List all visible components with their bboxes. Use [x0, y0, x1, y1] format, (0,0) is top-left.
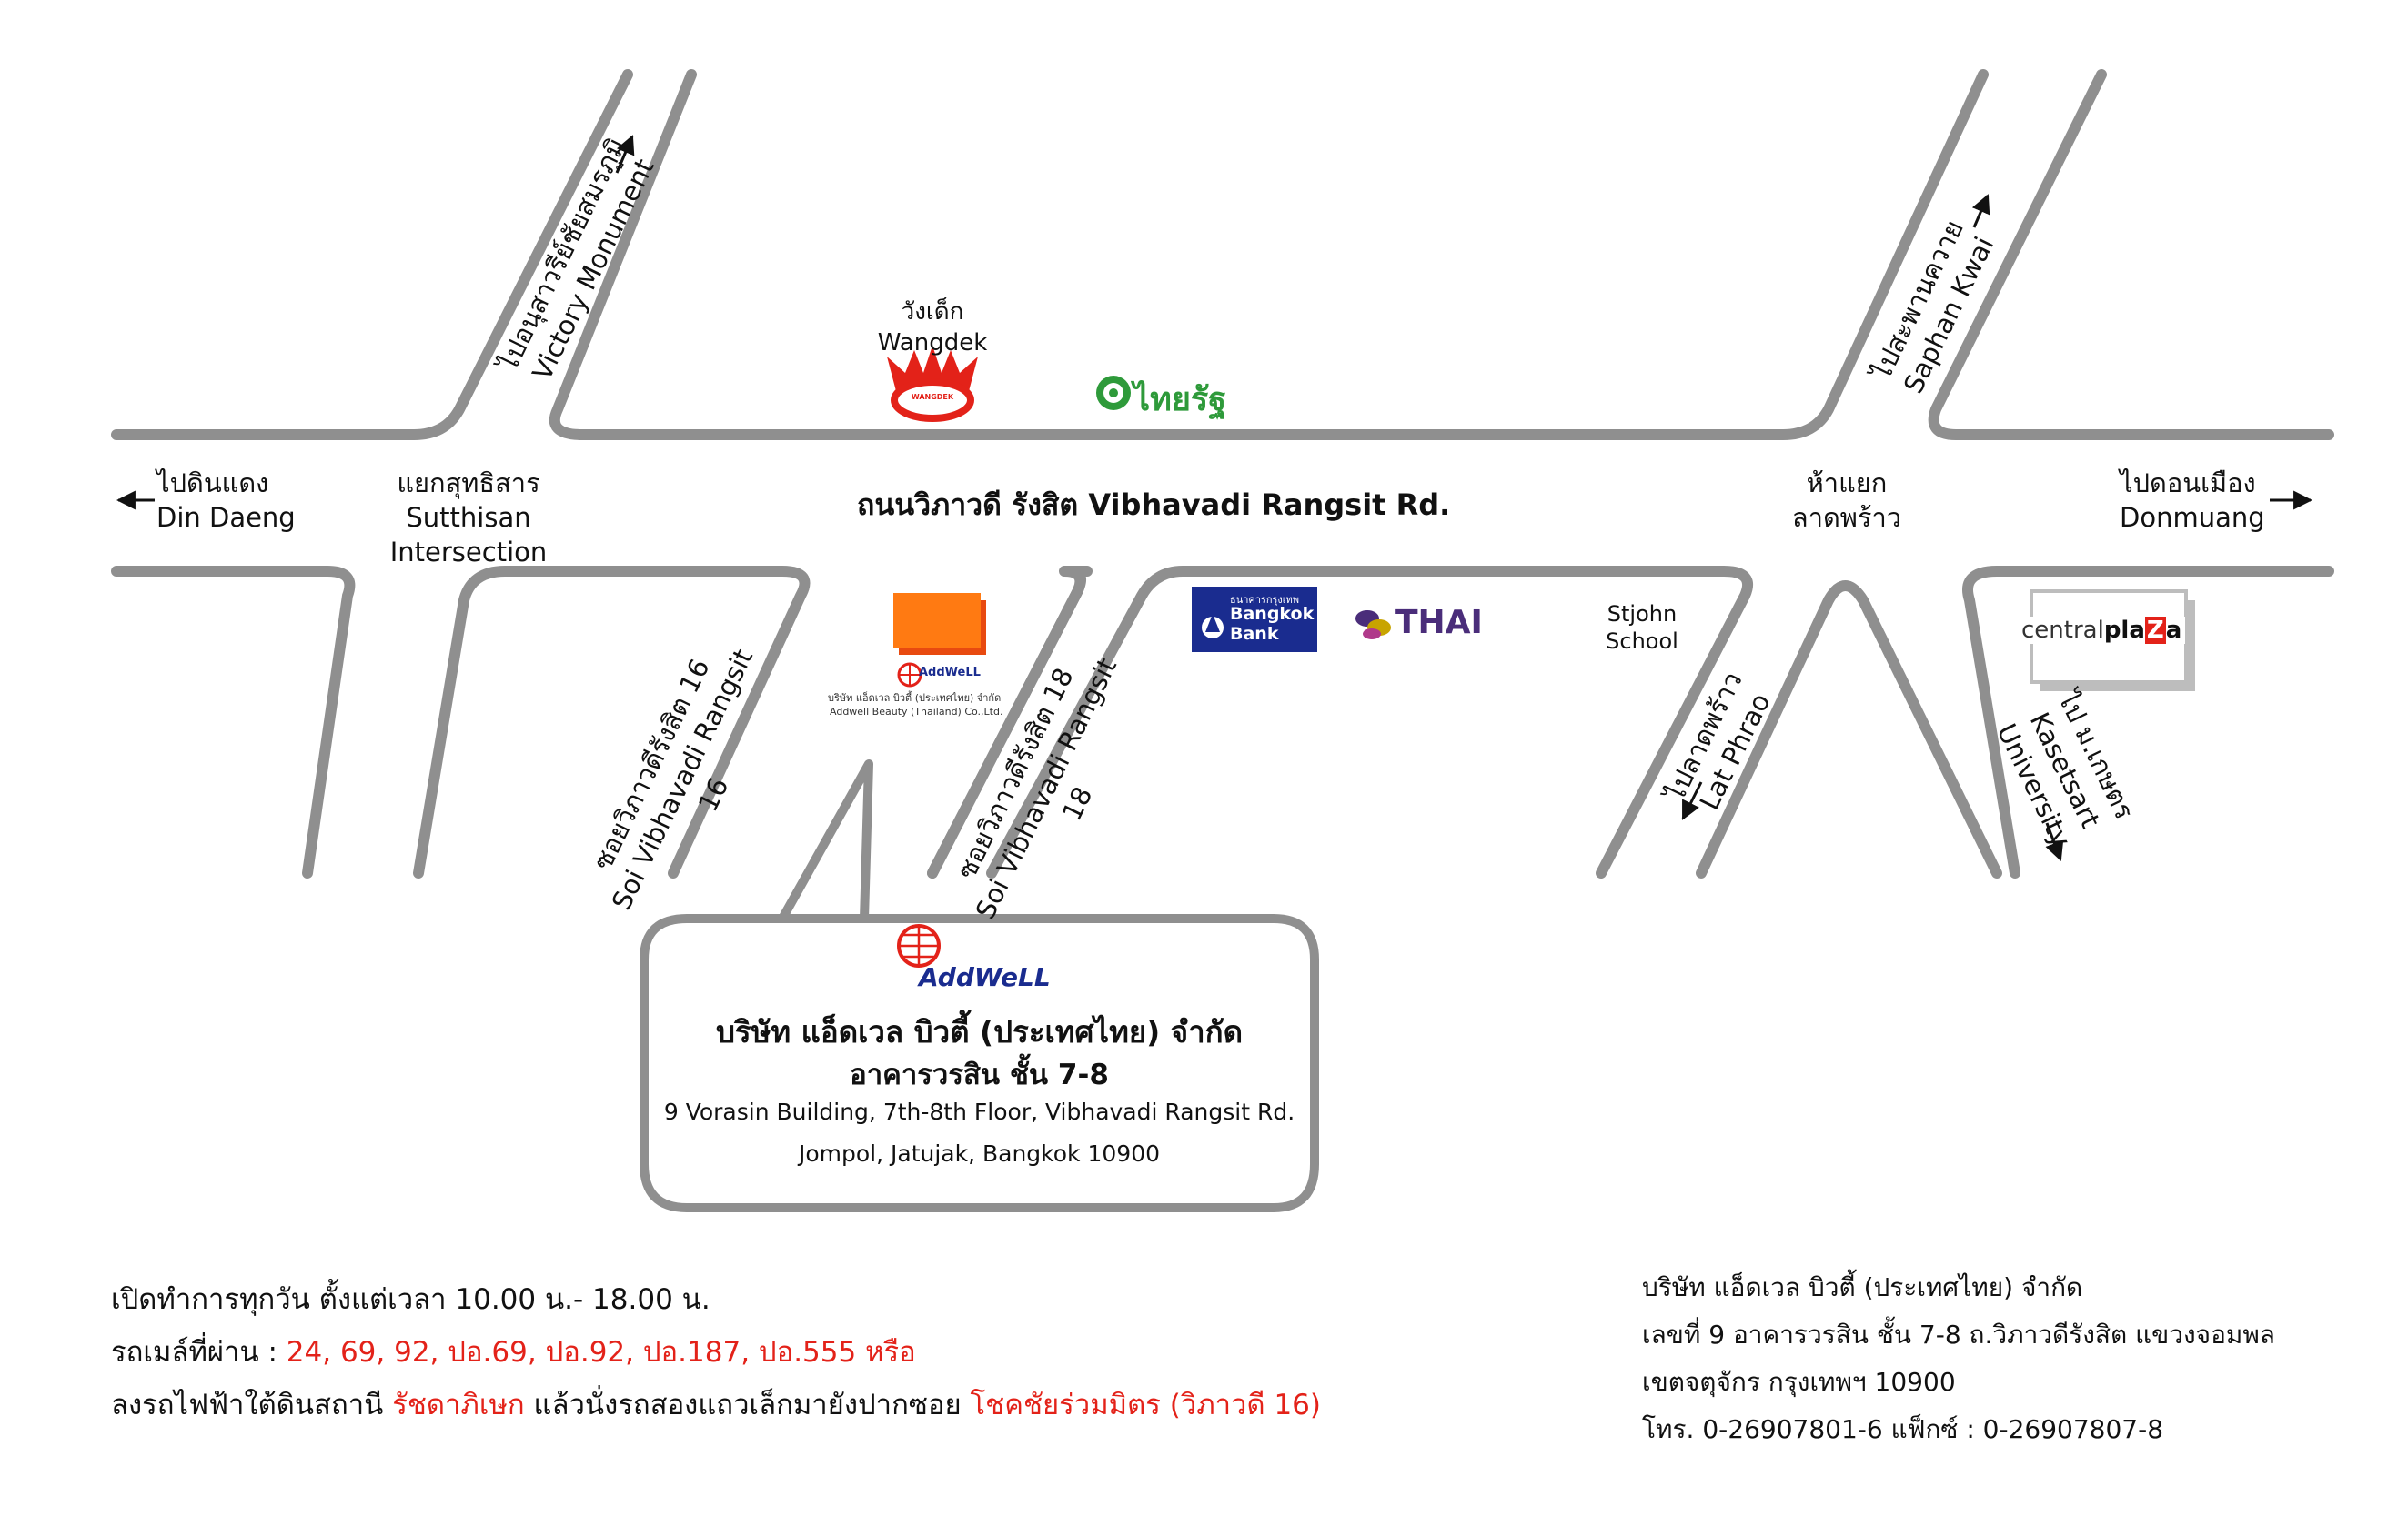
info-right-4: โทร. 0-26907801-6 แฟ็กซ์ : 0-26907807-8 — [1642, 1414, 2164, 1444]
info-right-3: เขตจตุจักร กรุงเทพฯ 10900 — [1642, 1367, 1956, 1397]
road-edge-bottom-d — [927, 566, 1093, 879]
mrt-text-2: แล้วนั่งรถสองแถวเล็กมายังปากซอย — [524, 1389, 971, 1421]
central-plaza-1: central — [2021, 617, 2104, 644]
road-edge-top-right — [1928, 69, 2334, 440]
latphrao-intersection-th2: ลาดพร้าว — [1791, 502, 1902, 533]
latphrao-intersection-th1: ห้าแยก — [1806, 467, 1888, 498]
info-left: เปิดทำการทุกวัน ตั้งแต่เวลา 10.00 น.- 18… — [111, 1273, 1321, 1432]
callout-company-th: บริษัท แอ็ดเวล บิวตี้ (ประเทศไทย) จำกัด — [715, 1014, 1244, 1050]
thai-airways-text: THAI — [1395, 604, 1483, 641]
info-right: บริษัท แอ็ดเวล บิวตี้ (ประเทศไทย) จำกัด … — [1642, 1264, 2275, 1453]
central-plaza-4: a — [2165, 617, 2182, 644]
mrt-destination: โชคชัยร่วมมิตร (วิภาวดี 16) — [970, 1389, 1321, 1421]
stjohn-2: School — [1606, 628, 1678, 654]
callout-address-1: 9 Vorasin Building, 7th-8th Floor, Vibha… — [663, 1099, 1295, 1125]
addwell-small-th: บริษัท แอ็ดเวล บิวตี้ (ประเทศไทย) จำกัด — [828, 692, 1002, 704]
wangdek-en: Wangdek — [877, 329, 988, 357]
bangkok-bank-th: ธนาคารกรุงเทพ — [1230, 594, 1300, 606]
bangkok-bank-en1: Bangkok — [1230, 604, 1315, 624]
thairath-logo — [1096, 376, 1131, 410]
arrow-latphrao — [1681, 781, 1703, 820]
bangkok-bank-en2: Bank — [1230, 624, 1279, 644]
callout-bubble — [640, 759, 1319, 1212]
din-daeng-label: ไปดินแดง Din Daeng — [156, 466, 296, 535]
addwell-small-logo: AddWeLL — [919, 666, 981, 679]
bus-routes: 24, 69, 92, ปอ.69, ปอ.92, ปอ.187, ปอ.555… — [286, 1336, 916, 1369]
info-right-2: เลขที่ 9 อาคารวรสิน ชั้น 7-8 ถ.วิภาวดีรั… — [1642, 1320, 2275, 1350]
central-plaza-logo: centralplaZa — [2018, 617, 2186, 644]
central-plaza-3: Z — [2144, 617, 2166, 644]
road-edge-bottom-a — [111, 566, 356, 879]
latphrao-intersection-label: ห้าแยก ลาดพร้าว — [1765, 466, 1929, 535]
opening-hours: เปิดทำการทุกวัน ตั้งแต่เวลา 10.00 น.- 18… — [111, 1283, 710, 1316]
callout-building-th: อาคารวรสิน ชั้น 7-8 — [850, 1059, 1109, 1091]
callout-globe-logo — [897, 924, 941, 968]
road-edge-top-left — [111, 69, 633, 440]
road-edge-bottom-f — [1696, 580, 2002, 879]
addwell-building — [893, 593, 981, 648]
road-edge-bottom-b — [413, 566, 811, 879]
addwell-small-en: Addwell Beauty (Thailand) Co.,Ltd. — [830, 706, 1003, 718]
mrt-station: รัชดาภิเษก — [392, 1389, 525, 1421]
bus-label: รถเมล์ที่ผ่าน : — [111, 1336, 287, 1369]
stjohn-1: Stjohn — [1607, 601, 1678, 627]
donmuang-th: ไปดอนเมือง — [2120, 467, 2256, 498]
din-daeng-th: ไปดินแดง — [156, 467, 269, 498]
thairath-logo-text: ไทยรัฐ — [1133, 381, 1227, 418]
stjohn-school-label: Stjohn School — [1587, 600, 1697, 655]
sutthisan-label: แยกสุทธิสาร Sutthisan Intersection — [327, 466, 610, 569]
arrow-saphan — [1971, 194, 1990, 228]
mrt-text-1: ลงรถไฟฟ้าใต้ดินสถานี — [111, 1389, 393, 1421]
bangkok-bank-emblem — [1202, 614, 1224, 638]
road-edge-top-mid — [549, 69, 1989, 440]
wangdek-th: วังเด็ก — [901, 298, 964, 326]
callout-logo: AddWeLL — [919, 962, 1051, 992]
din-daeng-en: Din Daeng — [156, 502, 296, 533]
arrow-victory — [615, 135, 635, 174]
thai-airways-emblem — [1355, 610, 1391, 639]
central-plaza-2: pla — [2103, 617, 2145, 644]
sutthisan-th: แยกสุทธิสาร — [397, 467, 540, 498]
addwell-small-globe — [897, 662, 922, 688]
sutthisan-en: Sutthisan Intersection — [389, 502, 548, 568]
road-edge-bottom-g — [1962, 566, 2334, 879]
wangdek-logo — [887, 346, 978, 422]
wangdek-label: วังเด็ก Wangdek — [864, 296, 1001, 358]
callout-address-2: Jompol, Jatujak, Bangkok 10900 — [798, 1140, 1161, 1167]
main-road-label: ถนนวิภาวดี รังสิต Vibhavadi Rangsit Rd. — [857, 487, 1451, 522]
info-right-1: บริษัท แอ็ดเวล บิวตี้ (ประเทศไทย) จำกัด — [1642, 1272, 2083, 1302]
wangdek-logo-text: WANGDEK — [911, 393, 954, 401]
mrt-line: ลงรถไฟฟ้าใต้ดินสถานี รัชดาภิเษก แล้วนั่ง… — [111, 1379, 1321, 1432]
donmuang-en: Donmuang — [2120, 502, 2265, 533]
donmuang-label: ไปดอนเมือง Donmuang — [2120, 466, 2274, 535]
arrow-kasetsart — [2045, 822, 2064, 861]
road-edge-bottom-e — [986, 566, 1754, 879]
bus-line: รถเมล์ที่ผ่าน : 24, 69, 92, ปอ.69, ปอ.92… — [111, 1326, 1321, 1379]
